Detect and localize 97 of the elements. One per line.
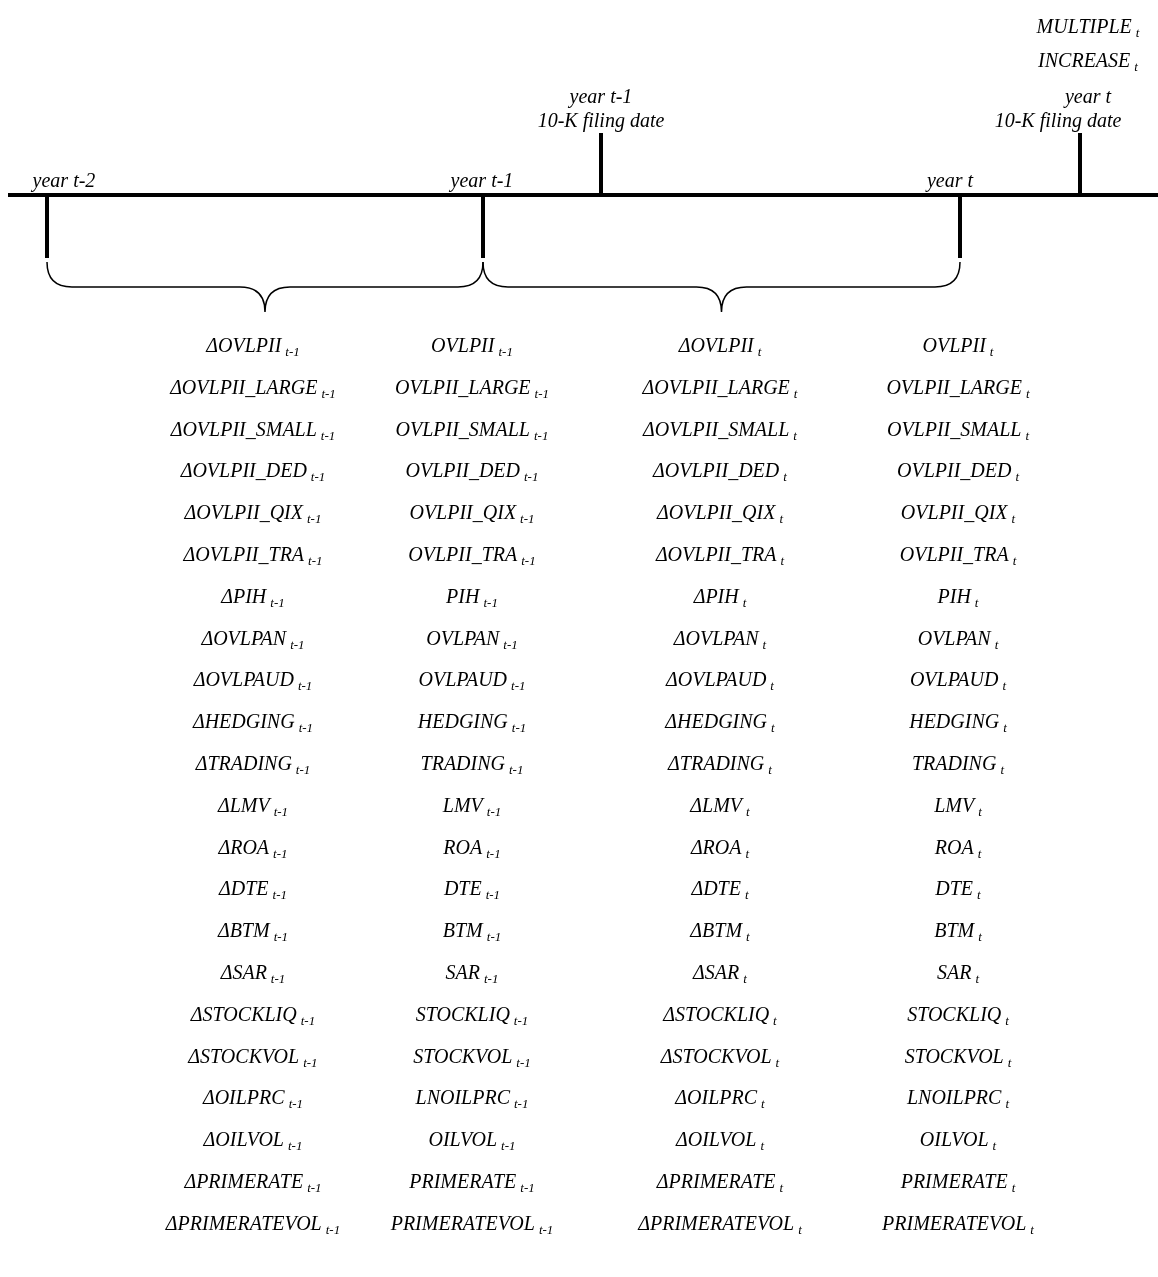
variable-label: ΔTRADING$_{t-1}$ <box>195 751 311 775</box>
variable-label: OVLPII_TRA$_{t-1}$ <box>408 542 536 566</box>
variable-label: PRIMERATE$_{t-1}$ <box>409 1169 535 1193</box>
variable-label: PRIMERATEVOL$_{t-1}$ <box>390 1210 554 1235</box>
variable-label: ΔOVLPII$_{t}$ <box>678 333 762 357</box>
variable-label: TRADING$_{t-1}$ <box>420 751 524 775</box>
variable-label: OVLPII_QIX$_{t-1}$ <box>409 500 535 525</box>
variable-label: OVLPII_SMALL$_{t}$ <box>886 416 1030 441</box>
variable-label: BTM$_{t-1}$ <box>442 918 502 943</box>
variable-label: ΔOILVOL$_{t-1}$ <box>203 1127 303 1152</box>
variable-label: ΔDTE$_{t}$ <box>691 876 749 901</box>
variable-label: ΔHEDGING$_{t}$ <box>665 709 775 734</box>
variable-label: OVLPAN$_{t-1}$ <box>426 625 518 650</box>
variable-label: OVLPII_LARGE$_{t-1}$ <box>395 374 549 399</box>
variable-label: OVLPII_DED$_{t}$ <box>896 458 1020 483</box>
variable-label: DTE$_{t}$ <box>935 876 981 901</box>
variable-label: STOCKVOL$_{t}$ <box>904 1043 1012 1068</box>
variable-label: HEDGING$_{t-1}$ <box>417 709 527 734</box>
variable-label: ΔOVLPAUD$_{t}$ <box>666 667 774 692</box>
variable-label: ΔPIH$_{t}$ <box>693 583 747 608</box>
variable-label: ΔOVLPII_DED$_{t-1}$ <box>180 458 326 483</box>
variable-label: ΔOVLPAUD$_{t-1}$ <box>193 667 313 692</box>
variable-label: ΔPRIMERATEVOL$_{t-1}$ <box>165 1210 341 1235</box>
variable-label: ΔOVLPII_DED$_{t}$ <box>653 458 787 483</box>
variable-label: LNOILPRC$_{t-1}$ <box>415 1085 529 1110</box>
variable-label: ΔSAR$_{t}$ <box>693 960 747 984</box>
variable-label: OVLPII_DED$_{t-1}$ <box>405 458 539 483</box>
variable-label: ΔROA$_{t-1}$ <box>218 834 288 859</box>
variable-label: ΔOILVOL$_{t}$ <box>676 1127 764 1152</box>
variable-label: ROA$_{t}$ <box>934 834 982 859</box>
variable-label: ΔSTOCKVOL$_{t}$ <box>660 1043 780 1068</box>
variable-label: ΔOILPRC$_{t-1}$ <box>202 1085 304 1110</box>
variable-label: OVLPII$_{t-1}$ <box>431 333 513 357</box>
variable-label: ΔOVLPII_QIX$_{t}$ <box>657 500 783 525</box>
variable-label: ΔOVLPII_LARGE$_{t-1}$ <box>170 374 336 399</box>
time-label: INCREASE$_{t}$ <box>1038 48 1138 72</box>
time-label: 10-K filing date <box>994 108 1122 132</box>
variable-label: ΔBTM$_{t}$ <box>690 918 750 943</box>
variable-label: ΔDTE$_{t-1}$ <box>219 876 287 901</box>
variable-label: OVLPII_LARGE$_{t}$ <box>886 374 1030 399</box>
variable-label: STOCKLIQ$_{t}$ <box>907 1001 1009 1026</box>
variable-label: ΔOVLPAN$_{t}$ <box>673 625 767 650</box>
variable-label: DTE$_{t-1}$ <box>443 876 501 901</box>
variable-label: ΔSTOCKLIQ$_{t}$ <box>663 1001 777 1026</box>
variable-label: HEDGING$_{t}$ <box>909 709 1007 734</box>
variable-label: PIH$_{t-1}$ <box>446 583 498 608</box>
variable-label: ΔOVLPII_LARGE$_{t}$ <box>642 374 798 399</box>
variable-label: LNOILPRC$_{t}$ <box>906 1085 1010 1110</box>
variable-label: ΔSTOCKLIQ$_{t-1}$ <box>190 1001 316 1026</box>
time-label: 10-K filing date <box>537 108 665 132</box>
variable-label: ΔOILPRC$_{t}$ <box>675 1085 765 1110</box>
variable-label: OVLPII_SMALL$_{t-1}$ <box>395 416 549 441</box>
variable-label: ΔLMV$_{t}$ <box>690 792 750 817</box>
variable-label: OVLPAUD$_{t}$ <box>909 667 1007 692</box>
variable-label: ΔOVLPII_QIX$_{t-1}$ <box>184 500 322 525</box>
variable-label: ΔTRADING$_{t}$ <box>668 751 772 775</box>
variable-label: PRIMERATE$_{t}$ <box>900 1169 1016 1193</box>
variable-label: ΔOVLPII$_{t-1}$ <box>206 333 300 357</box>
variable-label: ΔROA$_{t}$ <box>690 834 750 859</box>
variable-label: ΔSTOCKVOL$_{t-1}$ <box>188 1043 318 1068</box>
variable-label: SAR$_{t-1}$ <box>445 960 499 984</box>
variable-label: PIH$_{t}$ <box>937 583 979 608</box>
variable-label: ΔOVLPAN$_{t-1}$ <box>201 625 305 650</box>
variable-label: LMV$_{t}$ <box>934 792 982 817</box>
variable-label: ΔBTM$_{t-1}$ <box>217 918 289 943</box>
variable-label: ΔPIH$_{t-1}$ <box>221 583 285 608</box>
time-label: MULTIPLE$_{t}$ <box>1036 14 1140 38</box>
variable-label: OILVOL$_{t}$ <box>919 1127 997 1152</box>
variable-label: STOCKVOL$_{t-1}$ <box>413 1043 531 1068</box>
variable-label: ΔPRIMERATEVOL$_{t}$ <box>638 1210 802 1235</box>
time-label: year t <box>926 168 974 192</box>
variable-label: STOCKLIQ$_{t-1}$ <box>415 1001 529 1026</box>
variable-label: ΔPRIMERATE$_{t-1}$ <box>184 1169 322 1193</box>
variable-label: OILVOL$_{t-1}$ <box>428 1127 516 1152</box>
variable-label: LMV$_{t-1}$ <box>442 792 502 817</box>
variable-label: OVLPII_TRA$_{t}$ <box>899 542 1017 566</box>
variable-label: PRIMERATEVOL$_{t}$ <box>882 1210 1034 1235</box>
variable-label: ΔOVLPII_SMALL$_{t-1}$ <box>170 416 336 441</box>
time-label: year t-2 <box>32 168 96 192</box>
variable-label: OVLPII$_{t}$ <box>922 333 994 357</box>
variable-label: ΔLMV$_{t-1}$ <box>217 792 289 817</box>
time-label: year t <box>1064 84 1112 108</box>
variable-label: ΔOVLPII_TRA$_{t}$ <box>655 542 785 566</box>
variable-label: ΔSAR$_{t-1}$ <box>220 960 286 984</box>
variable-label: ΔHEDGING$_{t-1}$ <box>192 709 314 734</box>
variable-label: ROA$_{t-1}$ <box>443 834 501 859</box>
variable-label: ΔPRIMERATE$_{t}$ <box>656 1169 784 1193</box>
time-label: year t-1 <box>450 168 514 192</box>
variable-label: OVLPII_QIX$_{t}$ <box>900 500 1016 525</box>
variable-label: SAR$_{t}$ <box>936 960 980 984</box>
variable-label: OVLPAN$_{t}$ <box>917 625 999 650</box>
variable-label: ΔOVLPII_TRA$_{t-1}$ <box>183 542 323 566</box>
variable-label: TRADING$_{t}$ <box>911 751 1005 775</box>
variable-label: ΔOVLPII_SMALL$_{t}$ <box>643 416 797 441</box>
variable-label: BTM$_{t}$ <box>934 918 982 943</box>
variable-label: OVLPAUD$_{t-1}$ <box>418 667 526 692</box>
time-label: year t-1 <box>569 84 633 108</box>
